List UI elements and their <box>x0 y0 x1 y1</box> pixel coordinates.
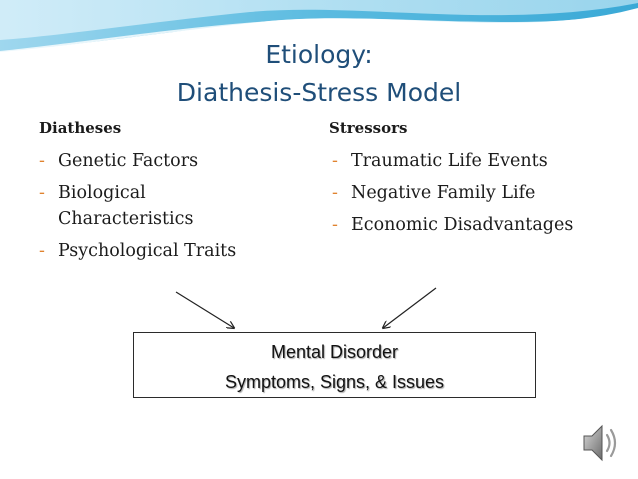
speaker-icon[interactable] <box>580 420 624 466</box>
diatheses-item: - Genetic Factors <box>39 148 299 174</box>
outcome-box: Mental Disorder Symptoms, Signs, & Issue… <box>133 332 536 398</box>
diatheses-heading: Diatheses <box>39 119 122 137</box>
diatheses-item: - Psychological Traits <box>39 238 299 264</box>
stressors-item-text: Traumatic Life Events <box>351 151 548 171</box>
arrow-diatheses-to-disorder <box>175 291 234 328</box>
diatheses-item-text: Psychological Traits <box>58 241 237 261</box>
bullet-marker: - <box>332 215 338 235</box>
diatheses-item: - Biological Characteristics <box>39 180 299 232</box>
bullet-marker: - <box>332 183 338 203</box>
header-wave-decoration <box>0 0 638 53</box>
bullet-marker: - <box>332 151 338 171</box>
stressors-item: - Negative Family Life <box>332 180 632 206</box>
bullet-marker: - <box>39 151 45 171</box>
outcome-subtitle: Symptoms, Signs, & Issues <box>224 372 445 392</box>
slide-title-line2: Diathesis-Stress Model <box>176 78 462 107</box>
stressors-item: - Economic Disadvantages <box>332 212 632 238</box>
stressors-item: - Traumatic Life Events <box>332 148 632 174</box>
stressors-list: - Traumatic Life Events - Negative Famil… <box>332 148 632 244</box>
stressors-item-text: Negative Family Life <box>351 183 536 203</box>
bullet-marker: - <box>39 241 45 261</box>
arrow-stressors-to-disorder <box>383 287 437 328</box>
stressors-heading: Stressors <box>329 119 408 137</box>
outcome-title: Mental Disorder <box>270 342 399 362</box>
bullet-marker: - <box>39 183 45 203</box>
slide-title-line1: Etiology: <box>265 40 373 69</box>
stressors-item-text: Economic Disadvantages <box>351 215 574 235</box>
diatheses-item-text: Biological Characteristics <box>58 183 194 229</box>
diatheses-item-text: Genetic Factors <box>58 151 199 171</box>
diatheses-list: - Genetic Factors - Biological Character… <box>39 148 299 270</box>
